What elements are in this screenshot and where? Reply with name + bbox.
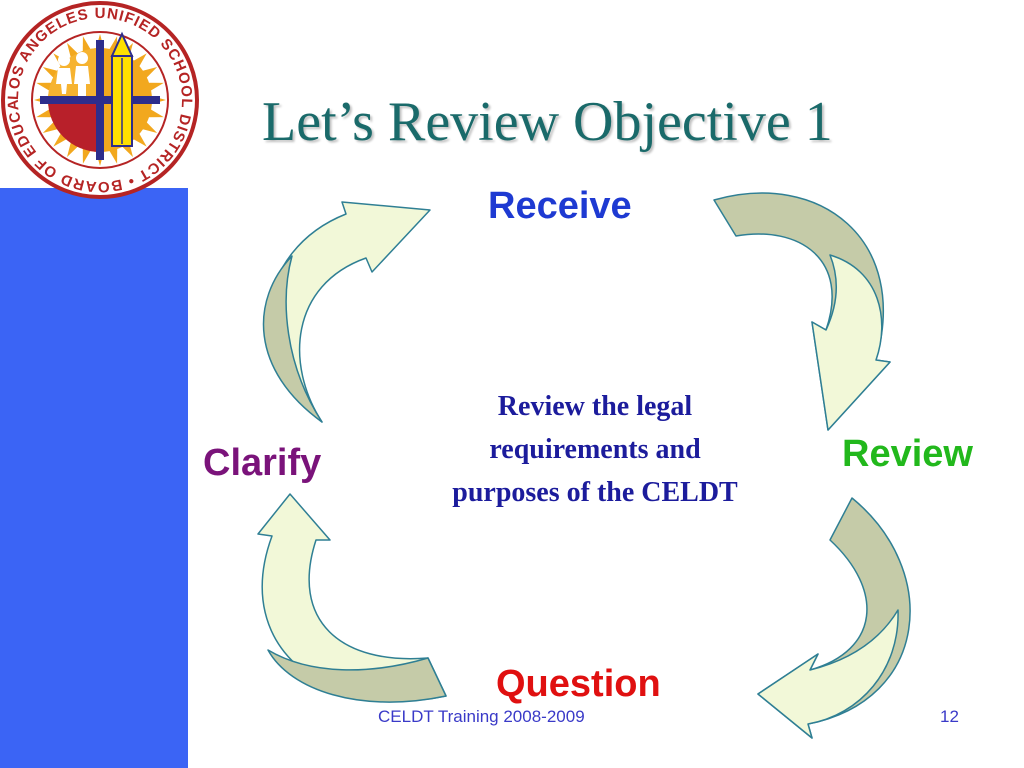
arrow-receive-to-review-light <box>811 254 891 431</box>
footer-course: CELDT Training 2008-2009 <box>378 707 585 726</box>
slide-title: Let’s Review Objective 1 <box>262 91 833 153</box>
sun-ray <box>36 108 54 118</box>
sun-ray <box>146 108 164 118</box>
arrow-review-to-question-light <box>757 609 899 739</box>
objective-line-3: purposes of the CELDT <box>452 477 738 508</box>
arrow-clarify-to-receive-shade <box>262 255 323 423</box>
objective-line-1: Review the legal <box>497 391 693 422</box>
district-seal-logo: LOS ANGELES UNIFIED SCHOOL DISTRICT • BO… <box>0 0 199 199</box>
objective-description: Review the legal requirements and purpos… <box>400 385 790 514</box>
sidebar-panel <box>0 188 188 768</box>
sun-ray <box>108 146 118 164</box>
footer-page-number: 12 <box>940 707 959 726</box>
step-label-question: Question <box>496 663 661 705</box>
sun-ray <box>36 82 54 92</box>
step-label-receive: Receive <box>488 185 632 227</box>
sun-ray <box>82 146 92 164</box>
step-label-clarify: Clarify <box>203 442 322 484</box>
step-label-review: Review <box>842 433 973 475</box>
sun-ray <box>82 36 92 54</box>
objective-line-2: requirements and <box>489 434 701 465</box>
arrow-question-to-clarify-shade <box>267 649 447 703</box>
sun-ray <box>146 82 164 92</box>
